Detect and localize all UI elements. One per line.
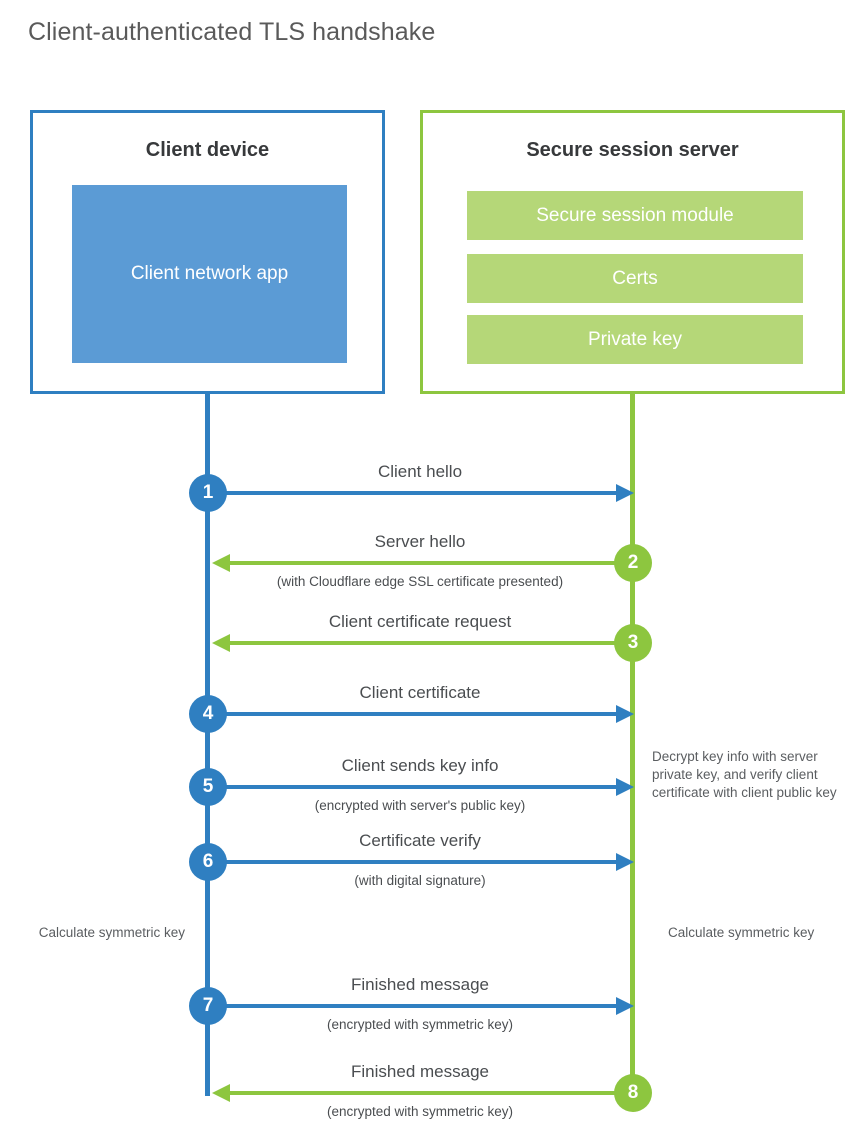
step-circle-2: 2 — [614, 544, 652, 582]
step-circle-4: 4 — [189, 695, 227, 733]
message-label-8: Finished message — [351, 1062, 489, 1081]
arrow-line-3 — [230, 641, 634, 645]
client-device-title: Client device — [145, 139, 270, 161]
arrow-head-icon-1 — [616, 484, 634, 502]
message-label-1: Client hello — [377, 462, 463, 481]
arrow-head-icon-2 — [212, 554, 230, 572]
arrow-head-icon-8 — [212, 1084, 230, 1102]
server-lifeline — [630, 391, 635, 1096]
message-label-3: Client certificate request — [328, 612, 512, 631]
client-network-app-box: Client network app — [72, 185, 347, 363]
step-circle-7: 7 — [189, 987, 227, 1025]
secure-session-server-title: Secure session server — [526, 139, 739, 161]
arrow-line-4 — [214, 712, 618, 716]
server-component-certs: Certs — [467, 254, 803, 303]
step-circle-3: 3 — [614, 624, 652, 662]
arrow-head-icon-6 — [616, 853, 634, 871]
note-decrypt-key-info: Decrypt key info with server private key… — [652, 749, 837, 800]
message-sublabel-2: (with Cloudflare edge SSL certificate pr… — [276, 574, 564, 589]
arrow-head-icon-7 — [616, 997, 634, 1015]
arrow-line-6 — [214, 860, 618, 864]
arrow-line-1 — [214, 491, 618, 495]
secure-session-server-box: Secure session server Secure session mod… — [420, 110, 845, 394]
client-lifeline — [205, 391, 210, 1096]
arrow-line-8 — [230, 1091, 634, 1095]
server-component-secure-session-module: Secure session module — [467, 191, 803, 240]
arrow-head-icon-4 — [616, 705, 634, 723]
arrow-line-5 — [214, 785, 618, 789]
note-calculate-symmetric-key-server: Calculate symmetric key — [668, 925, 815, 940]
arrow-head-icon-3 — [212, 634, 230, 652]
step-circle-6: 6 — [189, 843, 227, 881]
step-circle-5: 5 — [189, 768, 227, 806]
message-label-6: Certificate verify — [359, 831, 481, 850]
step-circle-1: 1 — [189, 474, 227, 512]
arrow-line-7 — [214, 1004, 618, 1008]
message-sublabel-5: (encrypted with server's public key) — [314, 798, 526, 813]
message-sublabel-8: (encrypted with symmetric key) — [326, 1104, 514, 1119]
page-title: Client-authenticated TLS handshake — [28, 18, 436, 46]
message-label-5: Client sends key info — [341, 756, 499, 775]
note-calculate-symmetric-key-client: Calculate symmetric key — [38, 925, 185, 940]
message-sublabel-6: (with digital signature) — [354, 873, 486, 888]
step-circle-8: 8 — [614, 1074, 652, 1112]
client-network-app-label: Client network app — [130, 263, 289, 285]
message-label-4: Client certificate — [359, 683, 481, 702]
message-label-7: Finished message — [351, 975, 489, 994]
client-device-box: Client device Client network app — [30, 110, 385, 394]
message-label-2: Server hello — [374, 532, 466, 551]
arrow-head-icon-5 — [616, 778, 634, 796]
arrow-line-2 — [230, 561, 634, 565]
message-sublabel-7: (encrypted with symmetric key) — [326, 1017, 514, 1032]
server-component-private-key: Private key — [467, 315, 803, 364]
